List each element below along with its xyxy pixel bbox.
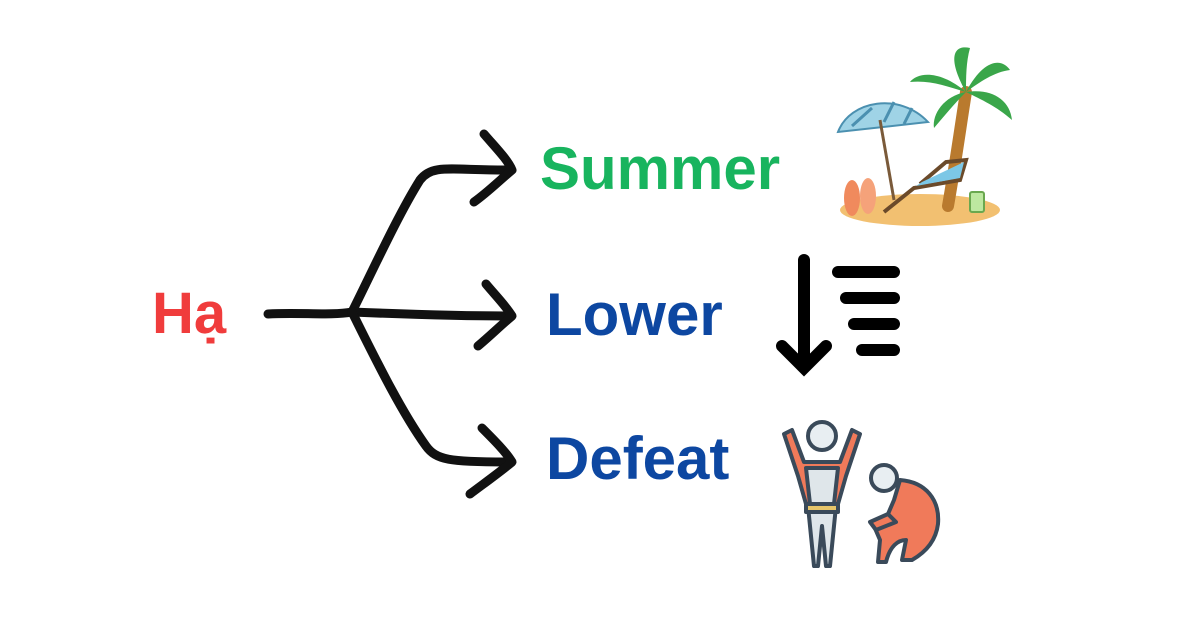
meaning-defeat: Defeat bbox=[546, 425, 730, 492]
meaning-summer: Summer bbox=[540, 135, 781, 202]
arrowhead-lower bbox=[473, 279, 517, 351]
branch-summer bbox=[347, 164, 510, 317]
branch-lower bbox=[347, 307, 513, 321]
trunk-line bbox=[263, 307, 357, 319]
meaning-lower: Lower bbox=[546, 281, 723, 348]
root-word: Hạ bbox=[152, 281, 227, 346]
arrowhead-summer bbox=[469, 129, 517, 207]
branch-defeat bbox=[347, 307, 511, 467]
arrowhead-defeat bbox=[465, 423, 517, 499]
